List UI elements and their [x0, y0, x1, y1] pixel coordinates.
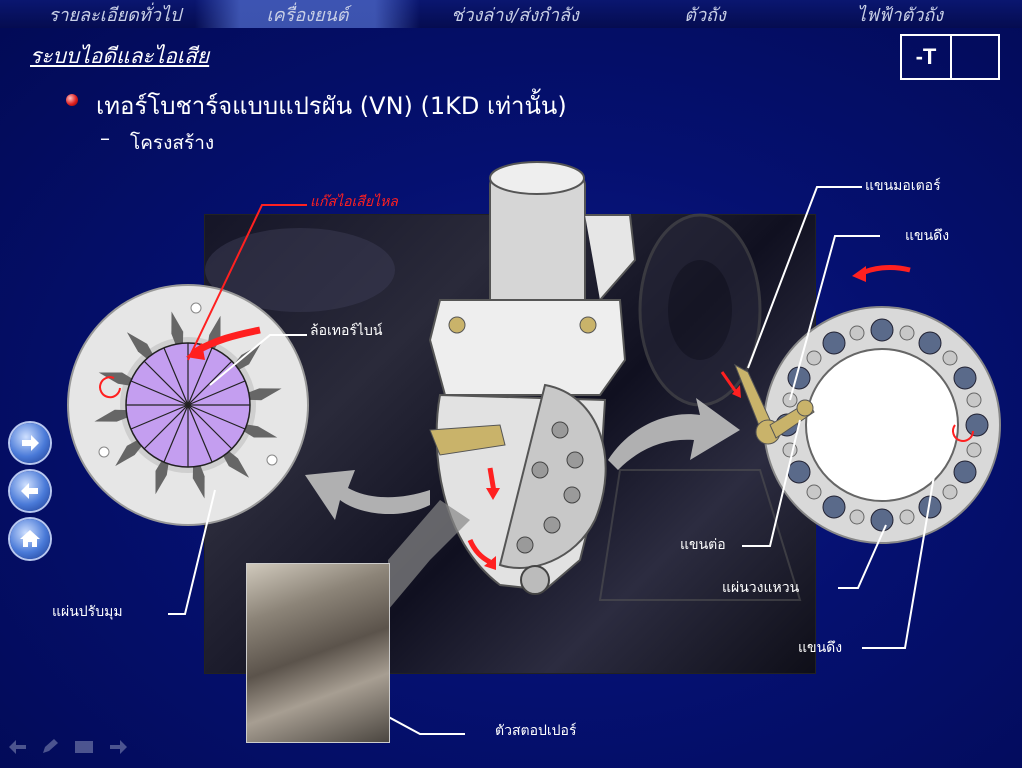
code-box: -T — [900, 34, 1000, 80]
label-pull-arm-top: แขนดึง — [905, 228, 950, 244]
tab-body-electrical[interactable]: ไฟฟ้าตัวถัง — [856, 4, 944, 26]
back-arrow-icon — [21, 483, 38, 499]
forward-arrow-icon — [22, 435, 39, 451]
red-leader-line — [187, 204, 307, 361]
label-motor-arm: แขนมอเตอร์ — [865, 178, 941, 194]
sub-bullet: – — [100, 126, 110, 150]
turbine-blades — [126, 343, 250, 467]
label-turbine-wheel: ล้อเทอร์ไบน์ — [310, 323, 383, 339]
forward-button[interactable] — [10, 423, 50, 463]
tab-body[interactable]: ตัวถัง — [684, 4, 726, 26]
bullet-icon — [66, 94, 78, 106]
label-exhaust-flow: แก๊สไอเสียไหล — [310, 194, 398, 210]
code-label: -T — [902, 36, 952, 78]
sub-heading: โครงสร้าง — [130, 132, 215, 154]
vn-actuator-assembly — [428, 161, 637, 595]
next-icon[interactable] — [108, 738, 128, 756]
inset-pointer — [388, 500, 470, 610]
tab-general[interactable]: รายละเอียดทั่วไป — [48, 4, 182, 26]
menu-icon[interactable] — [74, 738, 94, 756]
label-ring-plate: แผ่นวงแหวน — [722, 580, 800, 596]
label-adjust-vane: แผ่นปรับมุม — [52, 604, 123, 620]
page-title: ระบบไอดีและไอเสีย — [30, 44, 210, 68]
back-button[interactable] — [10, 471, 50, 511]
home-button[interactable] — [10, 519, 50, 559]
section-heading: เทอร์โบชาร์จแบบแปรผัน (VN) (1KD เท่านั้น… — [96, 92, 567, 120]
top-navigation: รายละเอียดทั่วไป เครื่องยนต์ ช่วงล่าง/ส่… — [0, 0, 1022, 28]
home-icon — [20, 530, 40, 547]
tab-engine[interactable]: เครื่องยนต์ — [195, 0, 420, 28]
grey-arrow-left — [305, 470, 430, 520]
prev-icon[interactable] — [8, 738, 28, 756]
label-link-arm: แขนต่อ — [680, 537, 726, 553]
turbine-housing-diagram — [67, 284, 309, 526]
grey-arrow-right — [608, 398, 740, 470]
label-pull-arm-bottom: แขนดึง — [798, 640, 843, 656]
ring-plate-diagram — [720, 264, 1001, 544]
label-stopper: ตัวสตอปเปอร์ — [495, 723, 577, 739]
pen-icon[interactable] — [40, 738, 60, 756]
tab-chassis[interactable]: ช่วงล่าง/ส่งกำลัง — [451, 4, 579, 26]
stopper-photo — [246, 563, 390, 743]
